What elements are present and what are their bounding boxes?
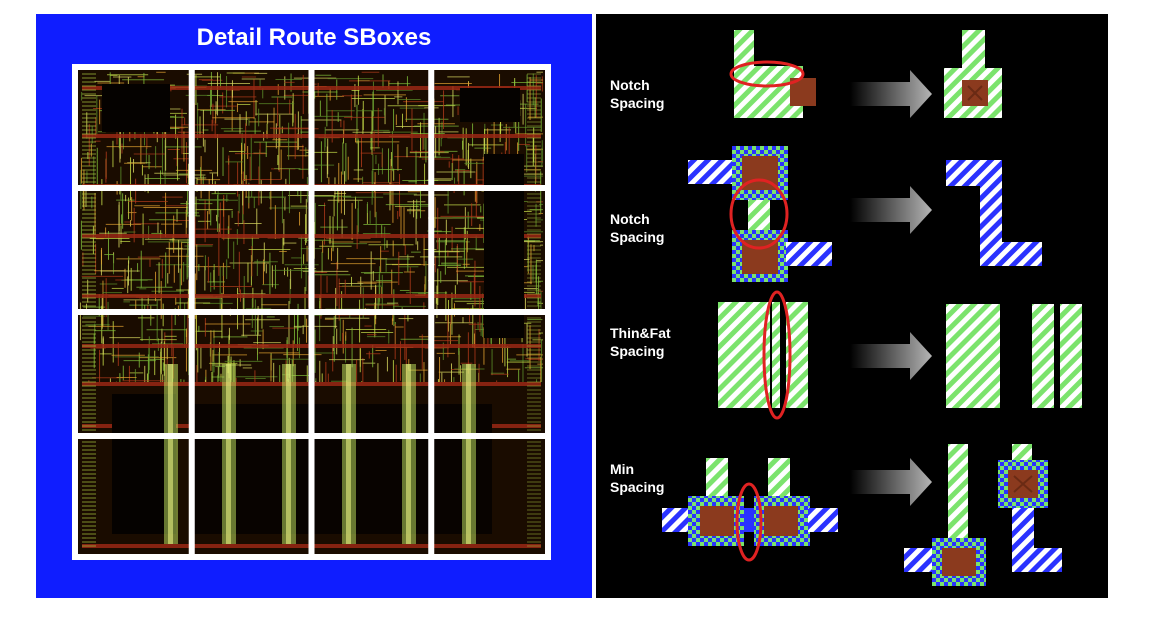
rule-label-line: Min	[610, 461, 635, 477]
rule-label-2: Notch Spacing	[610, 210, 664, 246]
transform-arrows	[850, 70, 932, 506]
routing-layout-image	[72, 64, 551, 560]
rule-label-line: Notch	[610, 211, 650, 227]
left-panel: Detail Route SBoxes	[36, 14, 592, 598]
rule-4-before	[662, 458, 838, 562]
violation-ring	[729, 60, 805, 88]
rule-1-after	[944, 30, 1002, 118]
rule-label-line: Spacing	[610, 95, 665, 111]
rule-3-before	[718, 290, 808, 420]
violation-ring	[729, 178, 789, 250]
rule-label-line: Thin&Fat	[610, 325, 671, 341]
rule-label-line: Spacing	[610, 343, 665, 359]
rule-label-line: Notch	[610, 77, 650, 93]
rule-label-line: Spacing	[610, 229, 665, 245]
rule-label-line: Spacing	[610, 479, 665, 495]
rule-2-before	[688, 146, 832, 282]
right-panel: Notch Spacing Notch Spacing Thin&Fat Spa…	[596, 14, 1108, 598]
rule-label-1: Notch Spacing	[610, 76, 664, 112]
rule-label-4: Min Spacing	[610, 460, 664, 496]
rule-2-after	[946, 160, 1042, 266]
violation-ring	[762, 290, 792, 420]
rule-4-after	[904, 444, 1062, 586]
rule-label-3: Thin&Fat Spacing	[610, 324, 671, 360]
panel-title: Detail Route SBoxes	[196, 24, 432, 51]
violation-ring	[735, 482, 763, 562]
sbox-layout-grid	[72, 64, 551, 560]
rule-3-after	[946, 304, 1082, 408]
rule-1-before	[729, 30, 816, 118]
drc-rules-diagram	[662, 30, 1082, 586]
